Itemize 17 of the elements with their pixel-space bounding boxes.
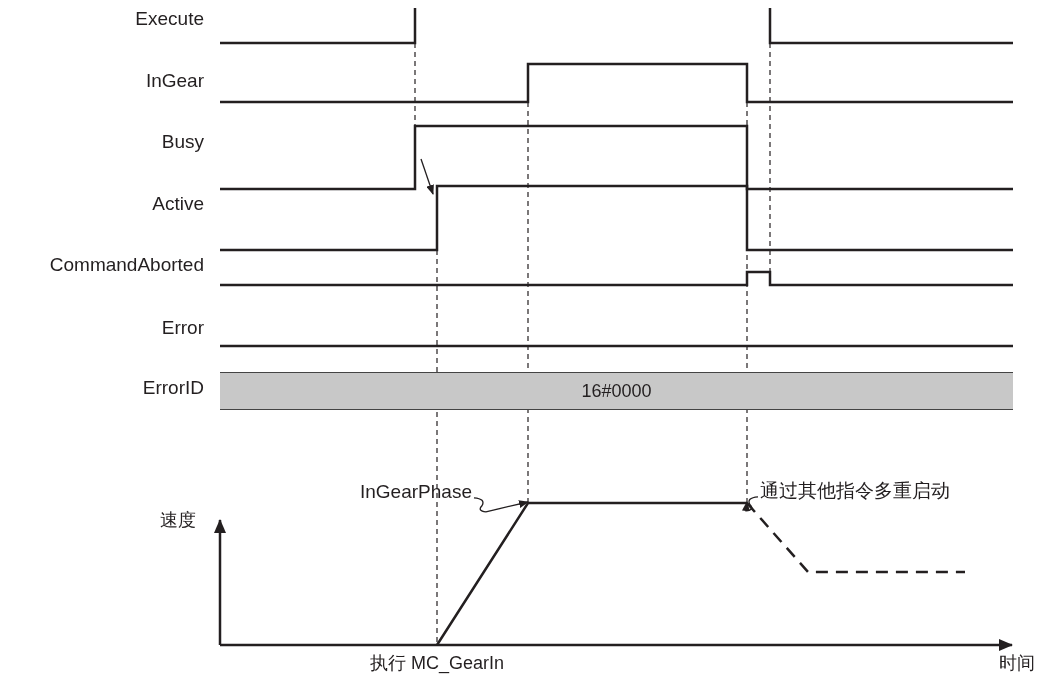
signal-label: CommandAborted (49, 254, 204, 277)
signal-label: 执行 MC_GearIn (370, 653, 504, 675)
signal-label: Busy (161, 131, 204, 154)
value-text: 16#0000 (581, 380, 652, 402)
signal-label: Active (152, 193, 204, 216)
callout-text: 通过其他指令多重启动 (760, 480, 950, 503)
signal-label: 速度 (160, 510, 196, 532)
leader-line (742, 496, 759, 512)
signal-label: InGear (145, 70, 204, 93)
signal-label: 时间 (999, 653, 1035, 675)
signal-label: Execute (135, 8, 204, 31)
value-bar (220, 372, 1013, 410)
callout-text: InGearPhase (360, 481, 472, 504)
speed-curve (435, 501, 747, 646)
signal-label: Error (161, 317, 204, 340)
signal-label: ErrorID (142, 377, 204, 400)
leader-line (473, 497, 529, 513)
